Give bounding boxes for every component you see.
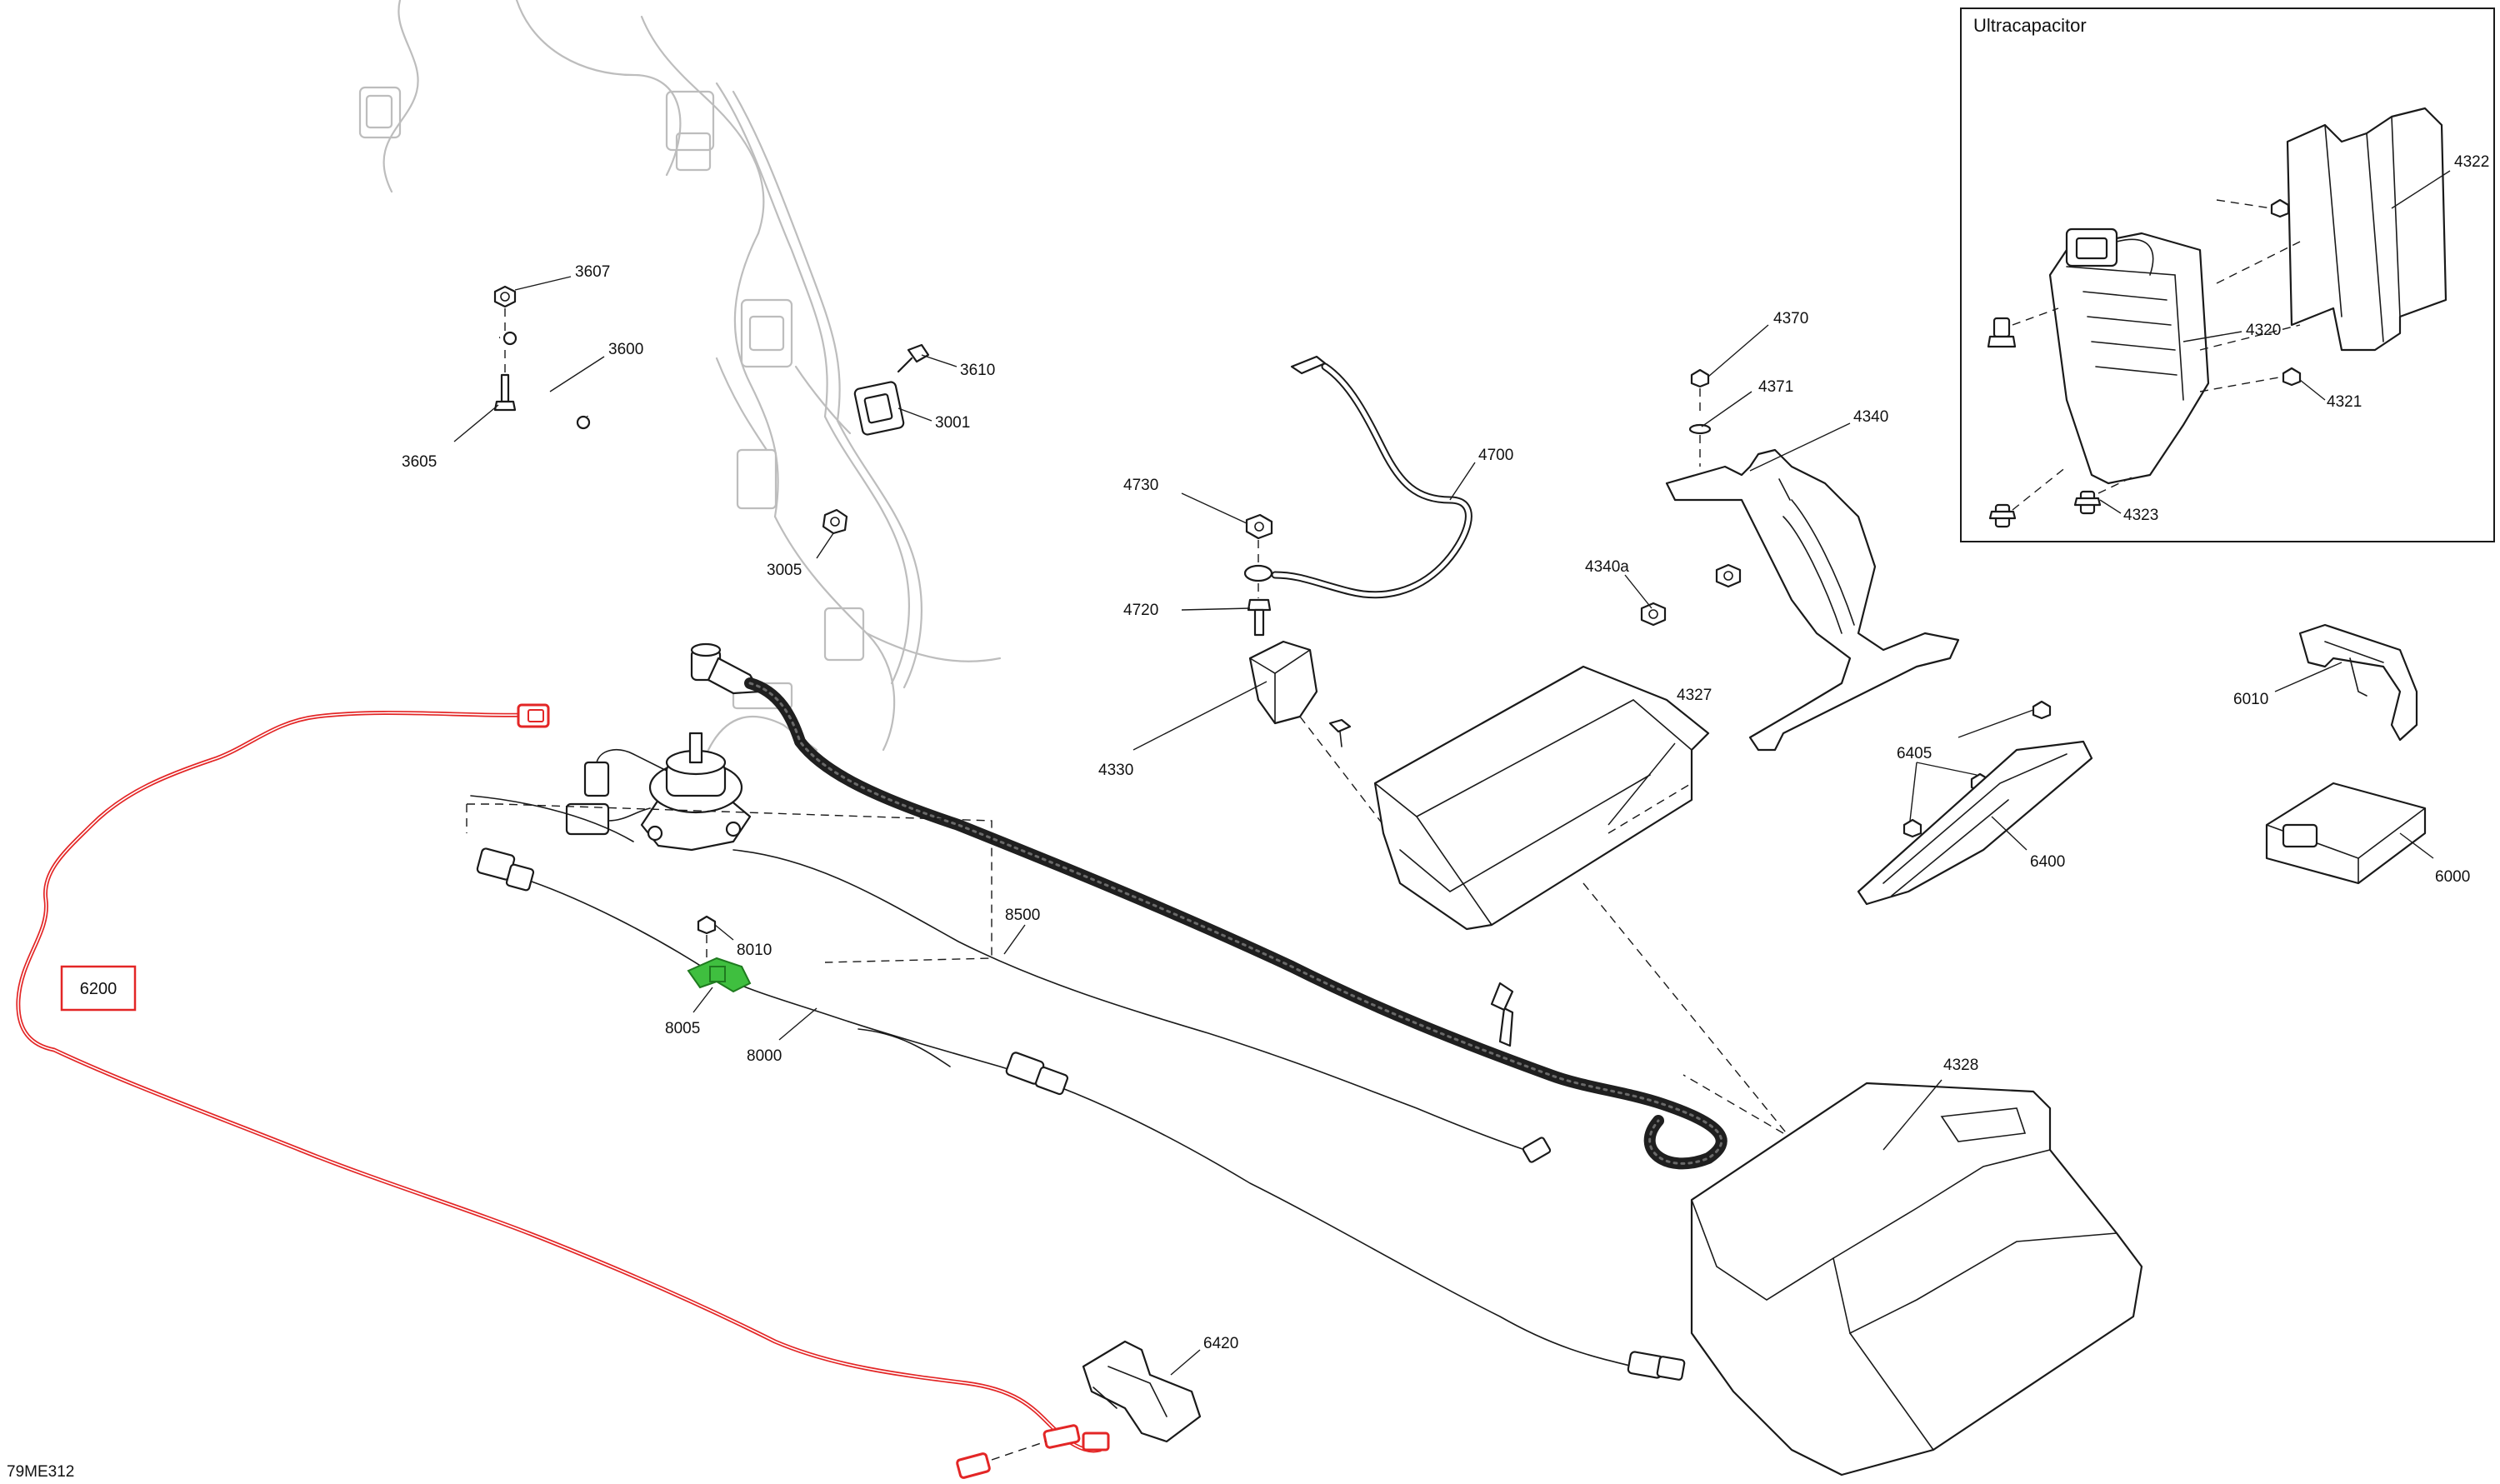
callout-6200: 6200 xyxy=(80,980,118,998)
bolt-4720 xyxy=(1247,598,1272,637)
callout-4330: 4330 xyxy=(1098,762,1133,779)
retainer-strip-6400 xyxy=(1857,740,2093,906)
assembly-outline xyxy=(467,803,992,963)
callout-3605: 3605 xyxy=(402,453,437,471)
ultracapacitor-inset xyxy=(1960,7,2495,542)
callout-3005: 3005 xyxy=(767,562,802,579)
leader-lines xyxy=(453,170,2451,1376)
ground-cable-3600 xyxy=(493,285,591,430)
callout-4730: 4730 xyxy=(1123,477,1158,494)
bracket-4340 xyxy=(1665,448,1960,752)
battery-cable-4700 xyxy=(1243,355,1472,599)
callout-3001: 3001 xyxy=(935,414,970,432)
clip-8005-highlighted xyxy=(687,957,752,993)
positive-cable-loom xyxy=(744,677,1728,1170)
screw-8010 xyxy=(697,915,717,958)
battery-4327 xyxy=(1373,665,1710,1012)
callout-3600: 3600 xyxy=(608,341,643,358)
battery-box-4328 xyxy=(1690,1082,2143,1477)
nut-4730 xyxy=(1245,513,1273,540)
callout-4323: 4323 xyxy=(2123,507,2158,524)
wire-8500 xyxy=(470,795,1526,1151)
callout-4370: 4370 xyxy=(1773,310,1808,327)
callout-4371: 4371 xyxy=(1758,378,1793,396)
callout-4720: 4720 xyxy=(1123,602,1158,619)
callout-4327: 4327 xyxy=(1677,687,1712,704)
callout-4321: 4321 xyxy=(2327,393,2362,411)
inset-title: Ultracapacitor xyxy=(1973,15,2087,36)
callout-4340: 4340 xyxy=(1853,408,1888,426)
callout-8000: 8000 xyxy=(747,1047,782,1065)
callout-8010: 8010 xyxy=(737,942,772,959)
bracket-6010 xyxy=(2298,623,2418,742)
callout-3607: 3607 xyxy=(575,263,610,281)
connector-3001 xyxy=(853,381,905,436)
solenoid-relay xyxy=(565,732,752,852)
callout-6405: 6405 xyxy=(1897,745,1932,762)
callout-6420: 6420 xyxy=(1203,1335,1238,1352)
nut-4340a xyxy=(1640,563,1742,627)
washer-4371 xyxy=(1688,423,1712,435)
callout-4320: 4320 xyxy=(2246,322,2281,339)
callout-6200-box xyxy=(60,965,137,1012)
module-6000 xyxy=(2265,782,2427,885)
connector-8500-end xyxy=(1522,1137,1552,1163)
callout-4700: 4700 xyxy=(1478,447,1513,464)
bracket-6420 xyxy=(1082,1340,1202,1443)
callout-8005: 8005 xyxy=(665,1020,700,1037)
callout-6400: 6400 xyxy=(2030,853,2065,871)
terminal-cover-4330 xyxy=(1248,640,1352,747)
bolt-3610 xyxy=(897,343,930,373)
callout-4322: 4322 xyxy=(2454,153,2489,171)
harness-6200-highlighted xyxy=(16,703,1110,1479)
screw-4370 xyxy=(1690,368,1710,417)
callout-4340a: 4340a xyxy=(1585,558,1629,576)
callout-8500: 8500 xyxy=(1005,907,1040,924)
main-harness-ghost xyxy=(358,0,1002,752)
drawing-code: 79ME312 xyxy=(7,1463,74,1481)
callout-labels: 3607 3600 3605 3610 3001 3005 4700 4730 … xyxy=(7,15,2489,1481)
callout-6000: 6000 xyxy=(2435,868,2470,886)
harness-8000 xyxy=(476,847,1686,1381)
callout-4328: 4328 xyxy=(1943,1057,1978,1074)
callout-6010: 6010 xyxy=(2233,691,2268,708)
nut-3005 xyxy=(822,508,848,535)
callout-3610: 3610 xyxy=(960,362,995,379)
